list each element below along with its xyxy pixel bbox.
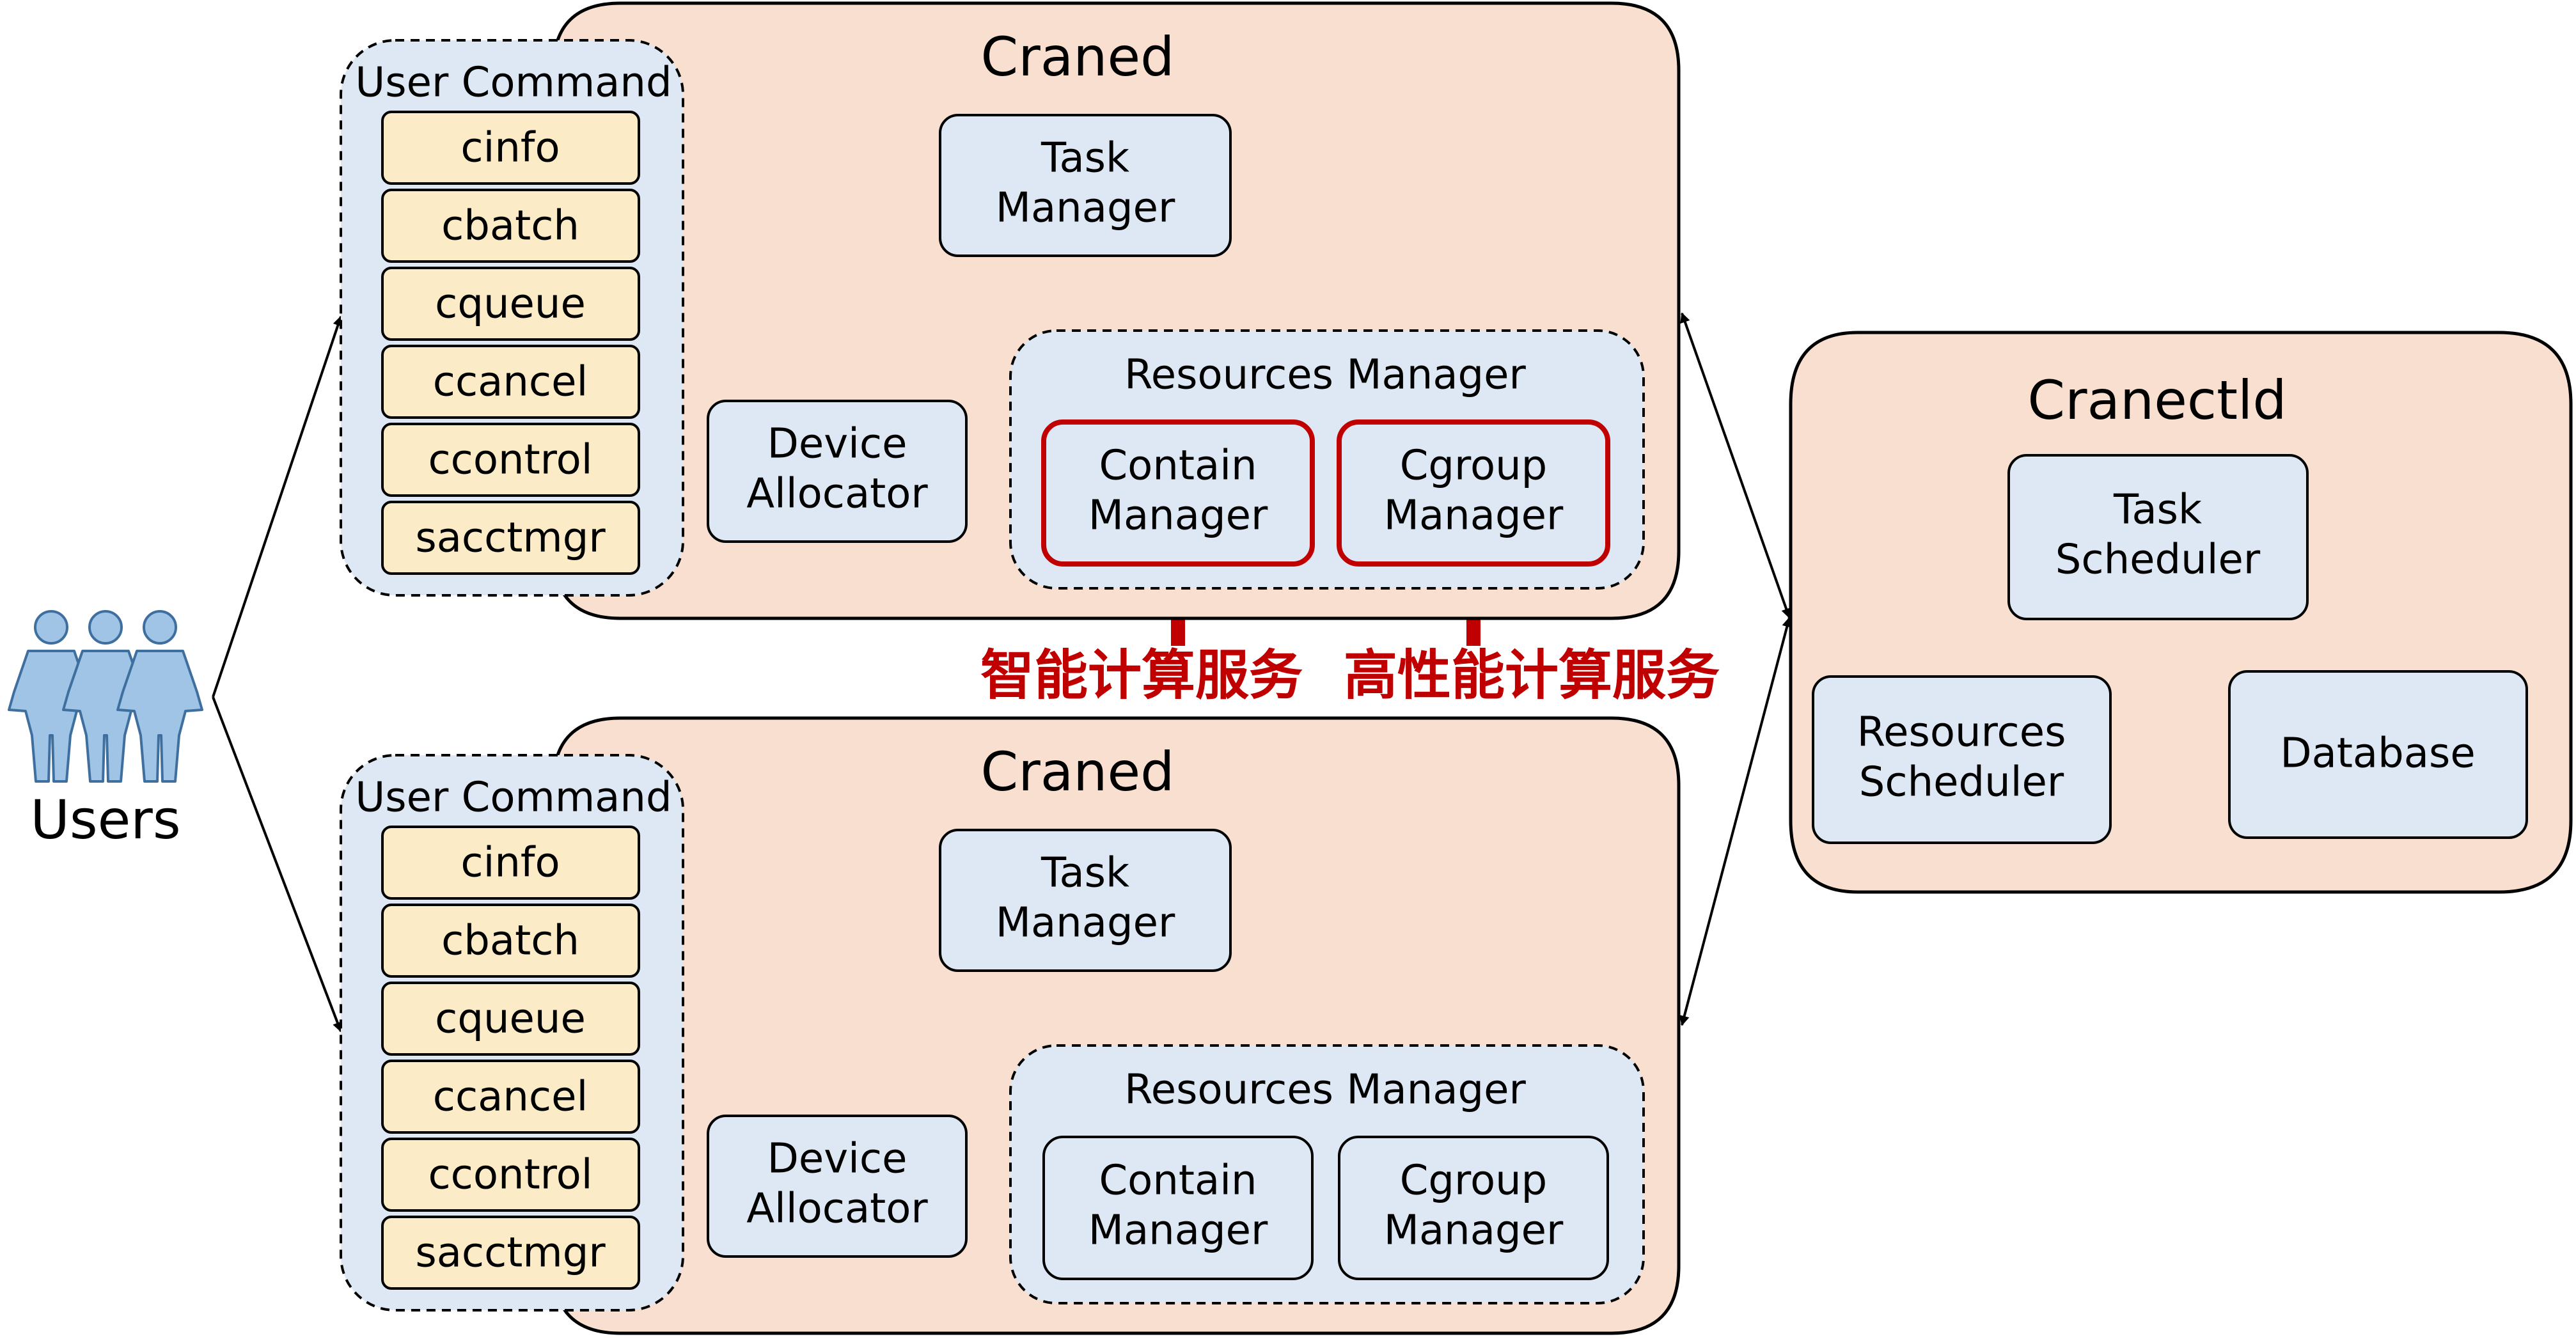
resources-scheduler-box: [1812, 675, 2112, 844]
command-ccancel: [381, 1060, 640, 1134]
command-cinfo: [381, 826, 640, 900]
command-cinfo: [381, 111, 640, 185]
command-cbatch-label: cbatch: [441, 203, 579, 250]
nodes: [8, 1, 2573, 1335]
device-allocator-label-line-2: Allocator: [746, 1186, 928, 1233]
craned-2-to-cranectld-arrow: [1679, 616, 1793, 1026]
cgroup-manager-label-line-2: Manager: [1384, 492, 1564, 540]
user-command-title: User Command: [355, 774, 671, 822]
task-manager-box: [939, 829, 1232, 972]
command-cbatch: [381, 189, 640, 263]
cgroup-manager-box: [1338, 1136, 1609, 1280]
contain-manager-box: [1042, 1136, 1314, 1280]
command-cqueue: [381, 982, 640, 1056]
contain-manager-label-line-1: Contain: [1099, 442, 1257, 490]
command-cqueue-label: cqueue: [435, 281, 586, 328]
command-cqueue-label: cqueue: [435, 996, 586, 1043]
command-cbatch-label: cbatch: [441, 918, 579, 965]
task-manager-box: [939, 114, 1232, 257]
users-to-craned-2-arrow: [212, 696, 343, 1033]
command-ccontrol-label: ccontrol: [428, 1152, 592, 1199]
user-command-title: User Command: [355, 59, 671, 107]
users-to-craned-1-arrow: [212, 315, 343, 698]
task-scheduler-label-line-1: Task: [2113, 487, 2202, 534]
task-scheduler-label-line-2: Scheduler: [2055, 536, 2261, 584]
device-allocator-label-line-1: Device: [767, 421, 907, 468]
craned-title: Craned: [981, 26, 1175, 88]
device-allocator-box: [707, 1115, 968, 1258]
person-head: [143, 610, 177, 645]
cgroup-manager-label-line-2: Manager: [1384, 1207, 1564, 1255]
command-cqueue: [381, 267, 640, 341]
craned-1-to-cranectld-arrow: [1680, 312, 1791, 619]
command-sacctmgr-label: sacctmgr: [415, 515, 606, 562]
task-manager-label-line-2: Manager: [996, 185, 1175, 232]
resources-manager-title: Resources Manager: [1124, 352, 1526, 399]
database-label: Database: [2280, 730, 2475, 778]
users-label: Users: [30, 788, 180, 851]
contain-manager-box: [1041, 419, 1315, 567]
person-head: [34, 610, 68, 645]
command-cinfo-label: cinfo: [460, 125, 560, 172]
task-manager-label-line-2: Manager: [996, 900, 1175, 947]
command-ccancel-label: ccancel: [433, 359, 588, 406]
cgroup-manager-label-line-1: Cgroup: [1400, 1157, 1548, 1205]
cgroup-manager-label-line-1: Cgroup: [1400, 442, 1548, 490]
intelligent-computing-label: 智能计算服务: [980, 644, 1303, 707]
command-ccontrol: [381, 1138, 640, 1212]
resources-scheduler-label-line-2: Scheduler: [1859, 759, 2064, 806]
person-icon: [116, 610, 203, 783]
person-head: [88, 610, 123, 645]
command-ccontrol: [381, 423, 640, 497]
contain-manager-label-line-2: Manager: [1088, 1207, 1268, 1255]
device-allocator-label-line-2: Allocator: [746, 471, 928, 518]
device-allocator-box: [707, 400, 968, 543]
command-cbatch: [381, 904, 640, 978]
command-sacctmgr: [381, 1216, 640, 1290]
command-sacctmgr: [381, 501, 640, 575]
hpc-label: 高性能计算服务: [1344, 644, 1720, 707]
person-body: [116, 650, 203, 783]
craned-title: Craned: [981, 740, 1175, 803]
task-scheduler-box: [2007, 454, 2309, 620]
contain-manager-label-line-1: Contain: [1099, 1157, 1257, 1205]
resources-manager-title: Resources Manager: [1124, 1067, 1526, 1114]
task-manager-label-line-1: Task: [1041, 135, 1129, 182]
command-cinfo-label: cinfo: [460, 840, 560, 887]
contain-manager-label-line-2: Manager: [1088, 492, 1268, 540]
device-allocator-label-line-1: Device: [767, 1136, 907, 1183]
database-box: [2228, 670, 2528, 839]
command-ccancel: [381, 345, 640, 419]
command-ccancel-label: ccancel: [433, 1074, 588, 1121]
task-manager-label-line-1: Task: [1041, 850, 1129, 897]
resources-scheduler-label-line-1: Resources: [1857, 709, 2066, 756]
cgroup-manager-box: [1337, 419, 1610, 567]
command-ccontrol-label: ccontrol: [428, 437, 592, 484]
command-sacctmgr-label: sacctmgr: [415, 1230, 606, 1277]
cranectld-title: Cranectld: [2027, 369, 2286, 432]
users-icon: [8, 610, 203, 783]
